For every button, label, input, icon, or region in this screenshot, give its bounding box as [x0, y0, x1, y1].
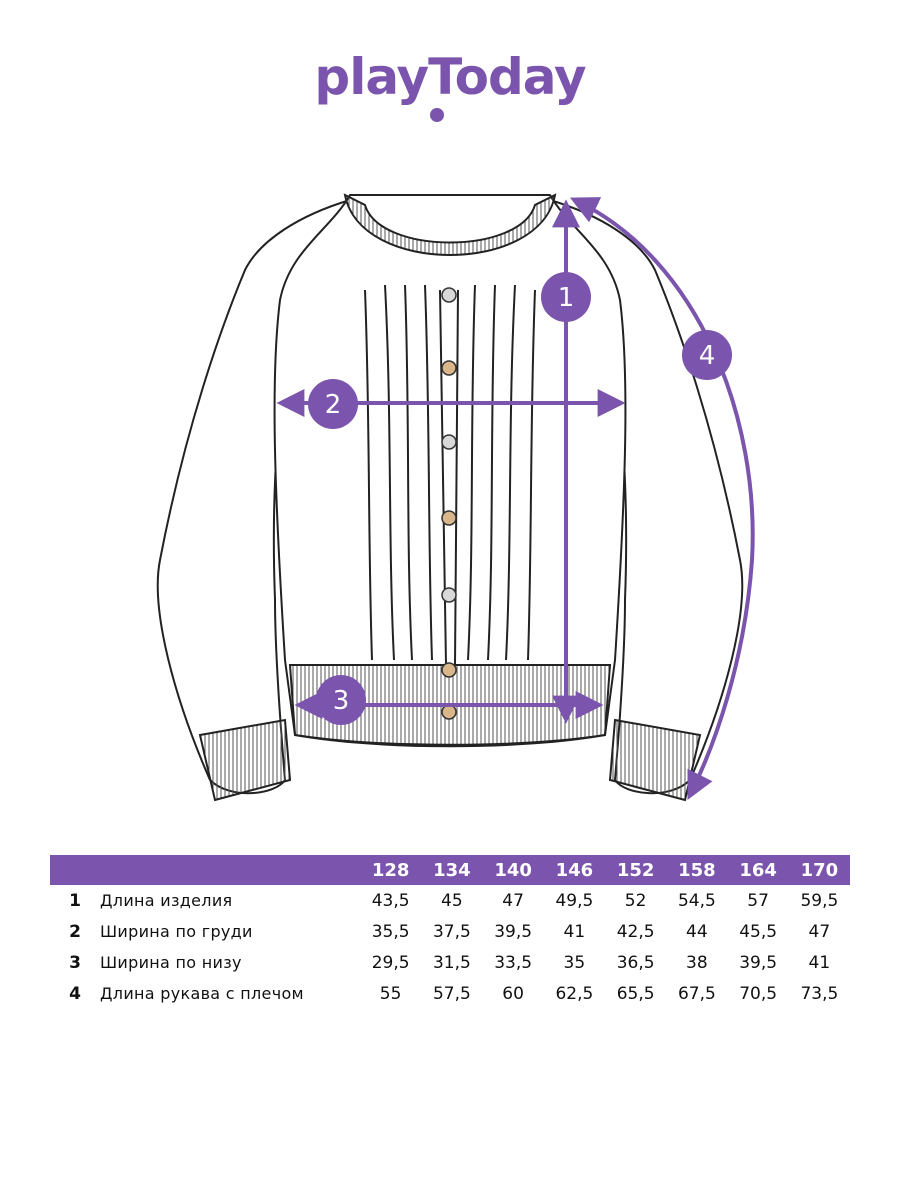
- cell-value: 37,5: [432, 921, 471, 942]
- cell-value: 57: [747, 890, 769, 911]
- cell-value: 39,5: [739, 952, 778, 973]
- table-row: 3 Ширина по низу 29,5 31,5 33,5 35 36,5 …: [50, 947, 850, 978]
- cell-value: 31,5: [432, 952, 471, 973]
- size-header: 170: [788, 855, 850, 885]
- row-label: Длина изделия: [100, 891, 233, 910]
- logo-dot: [430, 108, 444, 122]
- marker-3: 3: [316, 675, 366, 725]
- cell-value: 52: [624, 890, 647, 911]
- cell-value: 39,5: [494, 921, 533, 942]
- row-number: 4: [69, 983, 81, 1004]
- svg-text:1: 1: [558, 283, 575, 313]
- table-row: 4 Длина рукава с плечом 55 57,5 60 62,5 …: [50, 978, 850, 1009]
- cell-value: 55: [379, 983, 402, 1004]
- cell-value: 47: [808, 921, 831, 942]
- cell-value: 47: [502, 890, 524, 911]
- header-blank: [50, 855, 100, 885]
- cell-value: 59,5: [800, 890, 839, 911]
- size-header: 134: [421, 855, 483, 885]
- cell-value: 38: [686, 952, 708, 973]
- cell-value: 70,5: [739, 983, 778, 1004]
- row-number: 1: [69, 890, 81, 911]
- svg-text:4: 4: [699, 341, 716, 371]
- cell-value: 33,5: [494, 952, 533, 973]
- row-label: Ширина по низу: [100, 953, 242, 972]
- cell-value: 35: [563, 952, 586, 973]
- size-header: 146: [543, 855, 605, 885]
- marker-2: 2: [308, 379, 358, 429]
- cell-value: 41: [808, 952, 831, 973]
- table-row: 2 Ширина по груди 35,5 37,5 39,5 41 42,5…: [50, 916, 850, 947]
- size-header: 158: [666, 855, 728, 885]
- cell-value: 43,5: [371, 890, 410, 911]
- cell-value: 57,5: [432, 983, 471, 1004]
- cell-value: 45: [441, 890, 463, 911]
- cell-value: 54,5: [677, 890, 716, 911]
- cell-value: 73,5: [800, 983, 839, 1004]
- size-header: 164: [727, 855, 789, 885]
- neckline-rib: [343, 193, 557, 256]
- table-row: 1 Длина изделия 43,5 45 47 49,5 52 54,5 …: [50, 885, 850, 916]
- size-header: 152: [605, 855, 667, 885]
- svg-text:2: 2: [325, 390, 342, 420]
- garment-diagram: 1 2 3 4: [156, 193, 755, 802]
- cell-value: 41: [563, 921, 586, 942]
- cell-value: 67,5: [677, 983, 716, 1004]
- row-label: Ширина по груди: [100, 922, 253, 941]
- header-blank: [100, 855, 360, 885]
- row-number: 3: [69, 952, 81, 973]
- cell-value: 35,5: [371, 921, 410, 942]
- measure-line-4: [569, 197, 755, 801]
- size-header: 128: [360, 855, 422, 885]
- cell-value: 36,5: [616, 952, 655, 973]
- cell-value: 42,5: [616, 921, 655, 942]
- left-cuff: [198, 718, 292, 802]
- brand-logo: playToday: [314, 48, 586, 106]
- cell-value: 29,5: [371, 952, 410, 973]
- marker-4: 4: [682, 330, 732, 380]
- size-table: 128 134 140 146 152 158 164 170 1 Длина …: [50, 855, 850, 1009]
- cell-value: 60: [502, 983, 524, 1004]
- size-header: 140: [482, 855, 544, 885]
- size-header-row: 128 134 140 146 152 158 164 170: [50, 855, 850, 885]
- cell-value: 49,5: [555, 890, 594, 911]
- row-label: Длина рукава с плечом: [100, 984, 304, 1003]
- cell-value: 65,5: [616, 983, 655, 1004]
- row-number: 2: [69, 921, 81, 942]
- cell-value: 44: [686, 921, 708, 942]
- cell-value: 45,5: [739, 921, 778, 942]
- pleats: [364, 284, 536, 666]
- svg-text:3: 3: [333, 686, 350, 716]
- cell-value: 62,5: [555, 983, 594, 1004]
- marker-1: 1: [541, 272, 591, 322]
